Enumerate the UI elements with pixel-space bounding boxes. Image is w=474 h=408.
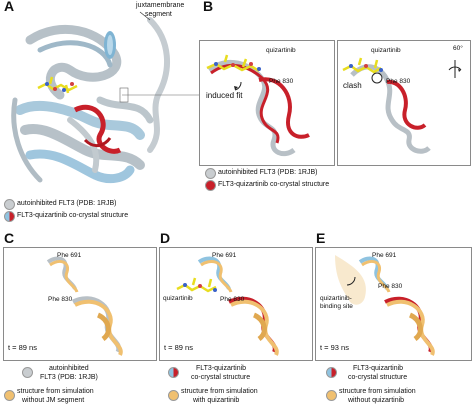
d-legend2-line2: with quizartinib: [193, 397, 240, 404]
c-legend1-line1: autoinhibited: [49, 365, 89, 372]
c-legend2-swatch: [4, 390, 15, 401]
e-phe691-label: Phe 691: [372, 252, 397, 259]
e-site-label-line2: binding site: [320, 303, 353, 310]
e-legend1-line2: co-crystal structure: [348, 374, 408, 381]
c-legend2-line2: without JM segment: [22, 397, 85, 404]
juxtamembrane-label-line1: juxtamembrane: [136, 2, 185, 9]
e-phe830-label: Phe 830: [378, 283, 403, 290]
b-legend-red-swatch: [205, 180, 216, 191]
d-quizartinib-label: quizartinib: [163, 295, 193, 302]
panel-a-legend-gray: autoinhibited FLT3 (PDB: 1RJB): [17, 200, 117, 207]
c-legend1-swatch: [22, 367, 33, 378]
panel-a-structure: [11, 11, 200, 184]
panel-label-c: C: [4, 230, 15, 246]
d-legend1-line2: co-crystal structure: [191, 374, 251, 381]
panel-c-structure: [46, 256, 123, 356]
panel-label-e: E: [316, 230, 326, 246]
d-legend1-swatch: [168, 367, 179, 378]
c-phe830-label: Phe 830: [48, 296, 73, 303]
panel-a-legend-mixed: FLT3-quizartinib co-crystal structure: [17, 212, 129, 219]
b-legend-gray-swatch: [205, 168, 216, 179]
d-legend1-line1: FLT3-quizartinib: [196, 365, 247, 372]
d-legend2-swatch: [168, 390, 179, 401]
b-left-phe830-label: Phe 830: [269, 78, 294, 85]
c-legend2-line1: structure from simulation: [17, 388, 94, 395]
panel-b-legend-gray: autoinhibited FLT3 (PDB: 1RJB): [218, 169, 318, 176]
panel-b-legend-red: FLT3-quizartinib co-crystal structure: [218, 181, 330, 188]
panel-label-d: D: [160, 230, 171, 246]
b-rotation-label: 60°: [453, 45, 463, 52]
panel-b-right-structure: [342, 57, 462, 154]
legend-mixed-swatch: [4, 211, 15, 222]
d-time-label: t = 89 ns: [164, 343, 193, 352]
b-right-phe830-label: Phe 830: [386, 78, 411, 85]
d-phe830-label: Phe 830: [220, 296, 245, 303]
e-legend1-line1: FLT3-quizartinib: [353, 365, 404, 372]
b-left-quizartinib-label: quizartinib: [266, 47, 296, 54]
c-time-label: t = 89 ns: [8, 343, 37, 352]
panel-b-left-structure: [206, 54, 310, 157]
panel-label-a: A: [4, 0, 15, 14]
panel-e-structure: [335, 255, 435, 356]
b-left-induced-fit-label: induced fit: [206, 91, 243, 100]
panel-label-b: B: [203, 0, 214, 14]
c-legend1-line2: FLT3 (PDB: 1RJB): [40, 374, 98, 381]
e-legend2-line2: without quizartinib: [348, 397, 405, 404]
legend-gray-swatch: [4, 199, 15, 210]
panel-d-structure: [176, 256, 279, 356]
b-right-quizartinib-label: quizartinib: [371, 47, 401, 54]
b-right-clash-label: clash: [343, 81, 362, 90]
d-legend2-line1: structure from simulation: [181, 388, 258, 395]
e-legend2-line1: structure from simulation: [339, 388, 416, 395]
e-site-label-line1: quizartinib-: [320, 295, 352, 302]
e-legend2-swatch: [326, 390, 337, 401]
c-phe691-label: Phe 691: [57, 252, 82, 259]
juxtamembrane-label-line2: segment: [145, 11, 172, 18]
d-phe691-label: Phe 691: [212, 252, 237, 259]
e-legend1-swatch: [326, 367, 337, 378]
e-time-label: t = 93 ns: [320, 343, 349, 352]
